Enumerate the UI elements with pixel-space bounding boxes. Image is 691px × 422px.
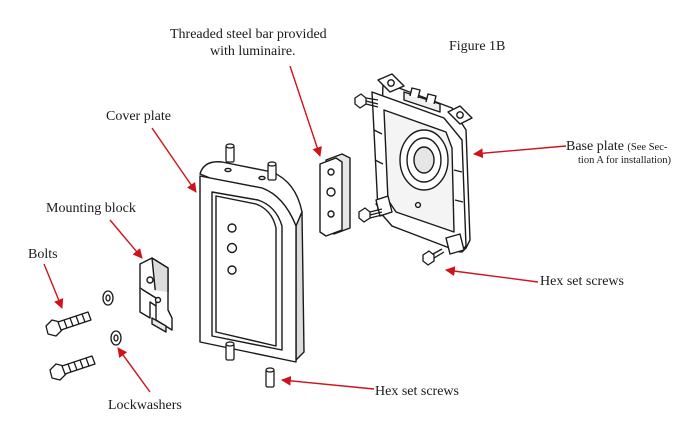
arrow-mounting-block — [109, 219, 143, 259]
label-hex-set-screws-right: Hex set screws — [540, 274, 624, 289]
label-lockwashers: Lockwashers — [108, 398, 182, 413]
figure-title: Figure 1B — [449, 39, 506, 54]
label-base-plate-note2: tion A for installation) — [578, 155, 672, 166]
label-mounting-block: Mounting block — [46, 201, 136, 216]
label-base-plate-main: Base plate — [566, 139, 624, 154]
label-threaded-bar-line1: Threaded steel bar provided — [170, 27, 327, 42]
leader-arrows — [43, 65, 567, 393]
bolt-upper — [45, 311, 92, 337]
cover-plate-pin-top-right — [267, 161, 277, 181]
lockwasher-lower — [110, 330, 122, 346]
lockwasher-upper — [102, 290, 114, 306]
arrow-base-plate — [473, 145, 567, 159]
arrow-cover-plate — [151, 127, 197, 193]
arrow-hex-screws-bottom — [281, 375, 375, 390]
bolt-lower — [49, 355, 96, 381]
base-plate-drawing — [371, 73, 473, 255]
threaded-steel-bar-drawing — [319, 153, 351, 237]
label-hex-set-screws-bottom: Hex set screws — [375, 384, 459, 399]
arrow-lockwashers — [117, 347, 151, 393]
arrow-hex-screws-right — [445, 266, 539, 283]
cover-plate-pin-top-left — [225, 143, 235, 163]
hex-set-screw-base-mid — [358, 207, 383, 223]
hex-set-screw-base-bottom — [422, 248, 445, 266]
hex-set-screw-base-top — [354, 93, 379, 109]
label-threaded-bar-line2: with luminaire. — [210, 44, 296, 59]
label-base-plate: Base plate (See Sec- — [566, 138, 667, 156]
cover-plate-drawing — [199, 161, 305, 363]
label-cover-plate: Cover plate — [106, 109, 171, 124]
cover-plate-pin-bottom-left — [225, 341, 235, 361]
arrow-threaded-bar — [289, 65, 322, 157]
hex-set-screw-cover-bottom — [265, 367, 275, 388]
arrow-bolts — [43, 263, 64, 309]
mounting-block-drawing — [139, 257, 173, 333]
label-base-plate-note1: (See Sec- — [627, 142, 668, 153]
label-bolts: Bolts — [28, 247, 58, 262]
